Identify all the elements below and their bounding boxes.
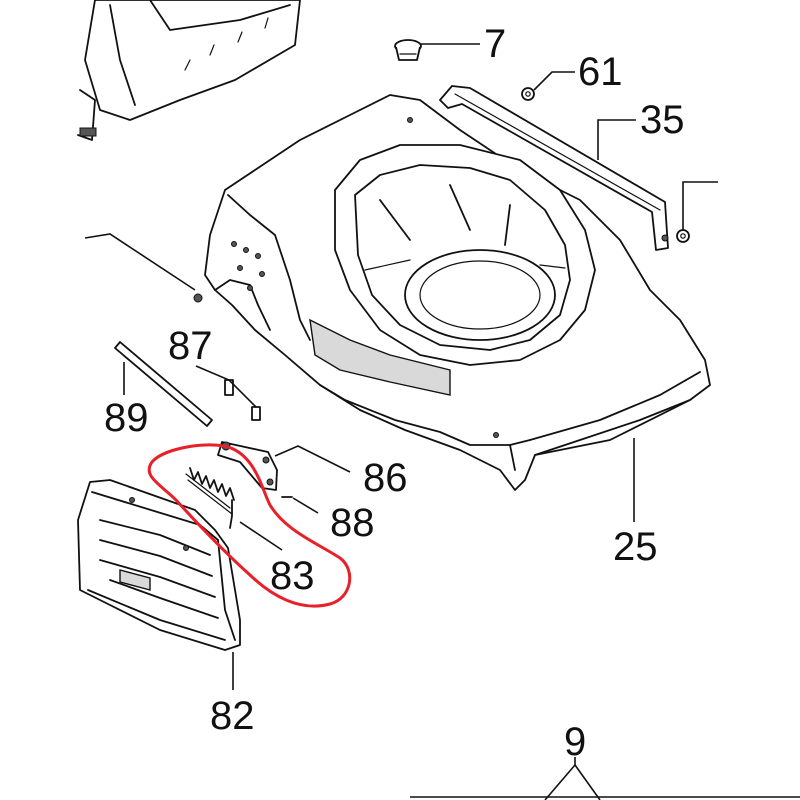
nut-part-61	[521, 71, 575, 101]
rod-part-89	[114, 341, 213, 427]
spring-part-83	[185, 467, 283, 551]
hinge-bracket-part-86	[217, 441, 351, 491]
callout-82: 82	[210, 694, 255, 738]
front-flap-part-82	[77, 479, 241, 690]
plug-part-7	[394, 39, 480, 61]
callout-7: 7	[484, 22, 507, 66]
callout-86: 86	[363, 456, 408, 500]
pin-part-88	[281, 496, 319, 514]
nut-part-right	[676, 181, 718, 243]
callout-61: 61	[578, 50, 623, 94]
bolts-part-87	[195, 365, 261, 421]
callout-25: 25	[613, 525, 658, 569]
top-left-partial-part	[77, 0, 301, 141]
highlight-circle	[147, 443, 352, 608]
leader-bracket-9	[410, 757, 800, 800]
callout-87: 87	[168, 324, 213, 368]
callout-89: 89	[104, 396, 149, 440]
callout-83: 83	[270, 554, 315, 598]
callout-9: 9	[564, 720, 587, 764]
callout-35: 35	[640, 98, 685, 142]
rear-bar-part-35	[439, 85, 669, 251]
mower-deck-part-25	[193, 94, 711, 522]
callout-88: 88	[330, 501, 375, 545]
deck-leader-line	[84, 233, 196, 291]
